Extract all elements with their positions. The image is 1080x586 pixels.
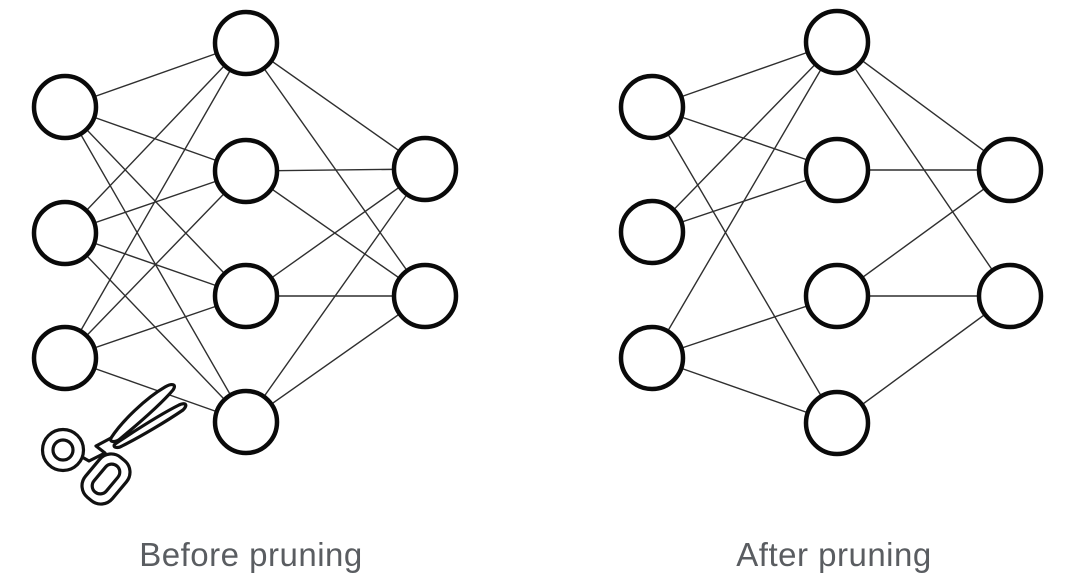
node-before-h2-hidden	[212, 137, 280, 205]
node-after-i2-input	[618, 198, 686, 266]
node-after-h3-hidden	[803, 262, 871, 330]
node-before-i1-input	[31, 73, 99, 141]
node-before-h1-hidden	[212, 9, 280, 77]
nodes-layer	[31, 8, 1044, 457]
edge-before-h3-o1	[245, 168, 426, 297]
edge-before-h4-o2	[245, 295, 426, 423]
node-after-h4-hidden	[803, 389, 871, 457]
edge-after-i1-h4	[651, 106, 838, 424]
node-after-i3-input	[618, 324, 686, 392]
edge-after-i3-h1	[651, 41, 838, 359]
edge-before-i3-h1	[64, 42, 247, 359]
scissors-upper-blade	[109, 383, 176, 444]
edge-after-h1-o1	[836, 41, 1011, 171]
scissors-icon	[40, 383, 188, 506]
edge-after-h4-o2	[836, 295, 1011, 424]
node-before-o1-output	[391, 135, 459, 203]
node-after-i1-input	[618, 73, 686, 141]
edges-layer	[64, 41, 1011, 424]
edge-before-i3-h2	[64, 170, 247, 359]
node-after-o2-output	[976, 262, 1044, 330]
edge-after-h1-o2	[836, 41, 1011, 297]
edge-before-h2-o2	[245, 170, 426, 297]
after-pruning-label: After pruning	[736, 536, 932, 573]
edge-after-h3-o1	[836, 169, 1011, 297]
edge-after-i2-h1	[651, 41, 838, 233]
node-before-h4-hidden	[212, 388, 280, 456]
edge-before-h4-o1	[245, 168, 426, 423]
node-after-h2-hidden	[803, 136, 871, 204]
edge-before-i2-h1	[64, 42, 247, 234]
node-before-i2-input	[31, 199, 99, 267]
node-after-h1-hidden	[803, 8, 871, 76]
scissors-handle-joint	[80, 436, 113, 463]
scissors-oblong-loop-inner	[90, 462, 122, 496]
before-pruning-label: Before pruning	[139, 536, 363, 573]
scissors-lower-blade	[112, 402, 188, 450]
node-before-i3-input	[31, 324, 99, 392]
scissors-round-loop-inner	[51, 438, 75, 462]
node-after-o1-output	[976, 136, 1044, 204]
edge-before-h1-o1	[245, 42, 426, 170]
node-before-o2-output	[391, 262, 459, 330]
node-before-h3-hidden	[212, 262, 280, 330]
